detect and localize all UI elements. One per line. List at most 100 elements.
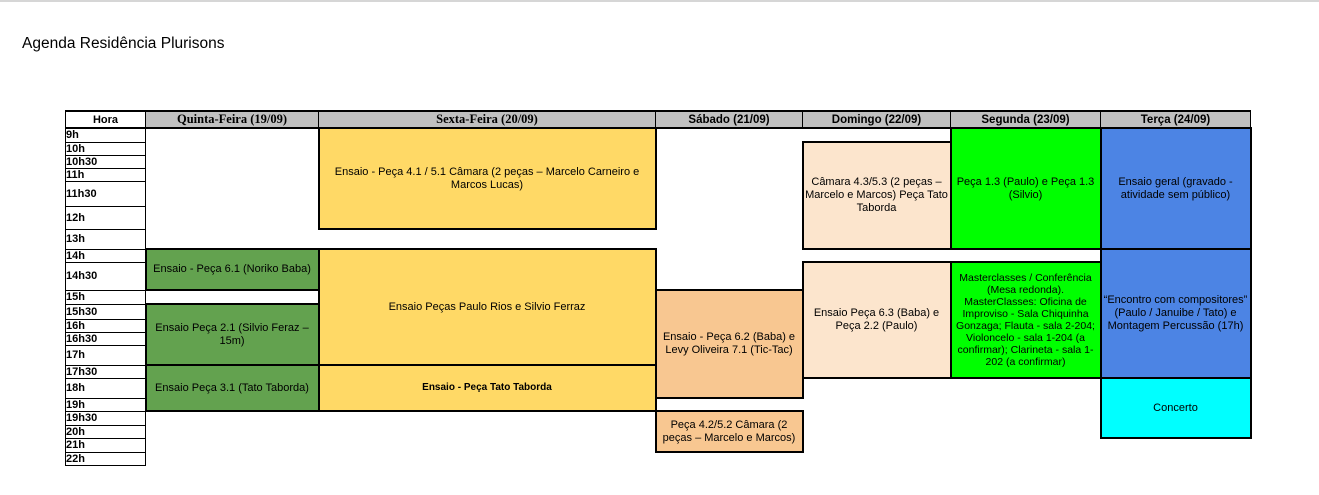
empty-cell — [146, 155, 319, 168]
event-ensaio-peca-2-1[interactable]: Ensaio Peça 2.1 (Silvio Feraz –15m) — [144, 303, 320, 366]
row-19h30: 19h30 Peça 4.2/5.2 Câmara (2 peças – Marc… — [65, 410, 1251, 453]
empty-cell — [146, 411, 319, 425]
day-header-segunda: Segunda (23/09) — [950, 110, 1101, 129]
empty-cell — [146, 142, 319, 155]
empty-cell — [803, 411, 951, 425]
event-ensaio-peca-6-1[interactable]: Ensaio - Peça 6.1 (Noriko Baba) — [144, 248, 320, 291]
row-16h: 16h — [65, 318, 1251, 333]
event-ensaio-peca-tato[interactable]: Ensaio - Peça Tato Taborda — [317, 364, 657, 412]
time-cell-15h30: 15h30 — [65, 303, 146, 320]
row-9h: 9h Ensaio - Peça 4.1 / 5.1 Câmara (2 peça… — [65, 127, 1252, 250]
row-21h: 21h — [65, 437, 1251, 453]
empty-cell — [951, 411, 1101, 425]
time-cell-16h: 16h — [65, 318, 146, 333]
empty-cell — [656, 142, 803, 155]
empty-cell — [1101, 438, 1251, 452]
event-ensaio-peca-6-3[interactable]: Ensaio Peça 6.3 (Baba) e Peça 2.2 (Paulo… — [801, 261, 952, 379]
empty-cell — [803, 438, 951, 452]
empty-cell — [656, 155, 803, 168]
empty-cell — [951, 452, 1101, 465]
empty-cell — [319, 452, 656, 465]
time-cell-11h30: 11h30 — [65, 180, 146, 207]
event-ensaio-peca-6-2-levy[interactable]: Ensaio - Peça 6.2 (Baba) e Levy Oliveira… — [654, 289, 804, 399]
empty-cell — [319, 425, 656, 438]
empty-cell — [803, 452, 951, 465]
time-cell-12h: 12h — [65, 205, 146, 230]
event-peca-4-2-5-2-camara[interactable]: Peça 4.2/5.2 Câmara (2 peças – Marcelo e… — [654, 410, 804, 453]
empty-cell — [656, 249, 803, 262]
empty-cell — [656, 168, 803, 181]
day-header-sexta: Sexta-Feira (20/09) — [318, 110, 656, 129]
row-12h: 12h — [65, 205, 1251, 230]
row-20h: 20h — [65, 424, 1251, 439]
page-title: Agenda Residência Plurisons — [22, 35, 225, 52]
empty-cell — [951, 249, 1101, 262]
empty-cell — [146, 206, 319, 229]
empty-cell — [146, 229, 319, 249]
empty-cell — [1101, 452, 1251, 465]
event-peca-1-3[interactable]: Peça 1.3 (Paulo) e Peça 1.3 (Silvio) — [949, 127, 1102, 250]
day-header-terca: Terça (24/09) — [1100, 110, 1251, 129]
row-11h: 11h — [65, 167, 1251, 182]
time-cell-13h: 13h — [65, 228, 146, 250]
event-ensaio-peca-4-1-5-1[interactable]: Ensaio - Peça 4.1 / 5.1 Câmara (2 peças … — [317, 127, 657, 230]
empty-cell — [146, 452, 319, 465]
time-cell-10h: 10h — [65, 141, 146, 156]
time-cell-14h: 14h — [65, 248, 146, 263]
empty-cell — [146, 181, 319, 206]
empty-cell — [146, 128, 319, 142]
empty-cell — [319, 229, 656, 249]
empty-cell — [803, 128, 951, 142]
row-15h: 15h Ensaio - Peça 6.2 (Baba) e Levy Olive… — [65, 289, 1251, 399]
empty-cell — [656, 181, 803, 206]
row-14h30: 14h30 Ensaio Peça 6.3 (Baba) e Peça 2.2 (… — [65, 261, 1251, 379]
event-encontro-compositores[interactable]: “Encontro com compositores” (Paulo / Jan… — [1099, 248, 1252, 379]
event-camara-4-3-5-3[interactable]: Câmara 4.3/5.3 (2 peças – Marcelo e Marc… — [801, 141, 952, 250]
time-cell-19h: 19h — [65, 397, 146, 412]
event-ensaio-geral[interactable]: Ensaio geral (gravado - atividade sem pú… — [1099, 127, 1252, 250]
empty-cell — [146, 290, 319, 304]
empty-cell — [803, 249, 951, 262]
empty-cell — [803, 378, 951, 398]
time-cell-16h30: 16h30 — [65, 331, 146, 346]
time-cell-21h: 21h — [65, 437, 146, 453]
time-cell-19h30: 19h30 — [65, 410, 146, 426]
empty-cell — [146, 425, 319, 438]
time-cell-14h30: 14h30 — [65, 261, 146, 291]
time-cell-10h30: 10h30 — [65, 154, 146, 169]
event-ensaio-pecas-paulo-rios[interactable]: Ensaio Peças Paulo Rios e Silvio Ferraz — [317, 248, 657, 366]
hora-header: Hora — [65, 110, 146, 129]
empty-cell — [319, 438, 656, 452]
empty-cell — [656, 128, 803, 142]
time-cell-17h: 17h — [65, 344, 146, 366]
row-10h: 10h Câmara 4.3/5.3 (2 peças – Marcelo e M… — [65, 141, 1251, 250]
empty-cell — [656, 262, 803, 290]
time-cell-9h: 9h — [65, 127, 146, 143]
event-ensaio-peca-3-1[interactable]: Ensaio Peça 3.1 (Tato Taborda) — [144, 364, 320, 412]
row-19h: 19h — [65, 397, 1251, 412]
empty-cell — [951, 425, 1101, 438]
empty-cell — [951, 378, 1101, 398]
row-10h30: 10h30 — [65, 154, 1251, 169]
empty-cell — [656, 452, 803, 465]
row-22h: 22h — [65, 451, 1251, 466]
empty-cell — [803, 398, 951, 411]
event-masterclasses[interactable]: Masterclasses / Conferência (Mesa redond… — [949, 261, 1102, 379]
event-concerto[interactable]: Concerto — [1099, 377, 1252, 439]
day-header-domingo: Domingo (22/09) — [802, 110, 951, 129]
agenda-body: 9h Ensaio - Peça 4.1 / 5.1 Câmara (2 peça… — [65, 127, 1252, 466]
empty-cell — [656, 206, 803, 229]
time-cell-22h: 22h — [65, 451, 146, 466]
empty-cell — [319, 411, 656, 425]
empty-cell — [146, 438, 319, 452]
time-cell-15h: 15h — [65, 289, 146, 305]
row-17h: 17h — [65, 344, 1251, 366]
day-header-quinta: Quinta-Feira (19/09) — [145, 110, 319, 129]
time-cell-20h: 20h — [65, 424, 146, 439]
day-header-sabado: Sábado (21/09) — [655, 110, 803, 129]
